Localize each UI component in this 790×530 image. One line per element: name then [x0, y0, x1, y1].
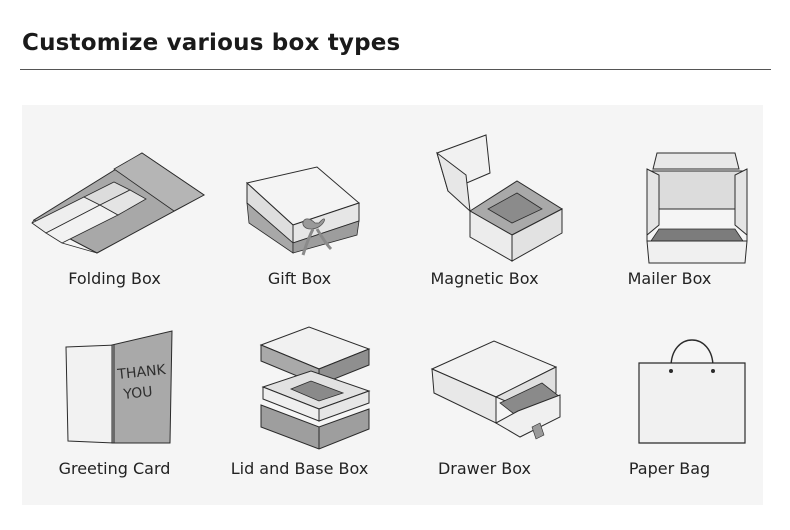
- box-label: Drawer Box: [437, 459, 532, 478]
- greeting-card-icon: THANK YOU: [65, 330, 173, 444]
- box-item-lid-and-base-box: Lid and Base Box: [207, 315, 392, 505]
- box-label: Greeting Card: [58, 459, 171, 478]
- lid-and-base-box-icon: [259, 326, 371, 450]
- title-divider: [20, 69, 771, 70]
- page-title: Customize various box types: [22, 30, 401, 56]
- gift-box-icon: [245, 166, 360, 256]
- box-item-greeting-card: THANK YOU Greeting Card: [22, 315, 207, 505]
- box-item-magnetic-box: Magnetic Box: [392, 125, 577, 315]
- box-item-drawer-box: Drawer Box: [392, 315, 577, 505]
- box-label: Paper Bag: [628, 459, 711, 478]
- box-label: Lid and Base Box: [230, 459, 369, 478]
- box-label: Mailer Box: [627, 269, 712, 288]
- drawer-box-icon: [430, 340, 561, 440]
- card-text-line2: YOU: [122, 384, 154, 403]
- magnetic-box-icon: [436, 134, 564, 262]
- box-label: Magnetic Box: [430, 269, 539, 288]
- mailer-box-icon: [646, 152, 748, 264]
- box-item-paper-bag: Paper Bag: [577, 315, 762, 505]
- paper-bag-icon: [638, 339, 746, 444]
- box-types-panel: Folding Box Gift Box Magnetic Box: [22, 105, 763, 505]
- box-item-folding-box: Folding Box: [22, 125, 207, 315]
- card-text-line1: THANK: [116, 362, 168, 383]
- box-item-mailer-box: Mailer Box: [577, 125, 762, 315]
- box-label: Folding Box: [68, 269, 161, 288]
- box-item-gift-box: Gift Box: [207, 125, 392, 315]
- folding-box-icon: [31, 152, 205, 254]
- box-label: Gift Box: [267, 269, 332, 288]
